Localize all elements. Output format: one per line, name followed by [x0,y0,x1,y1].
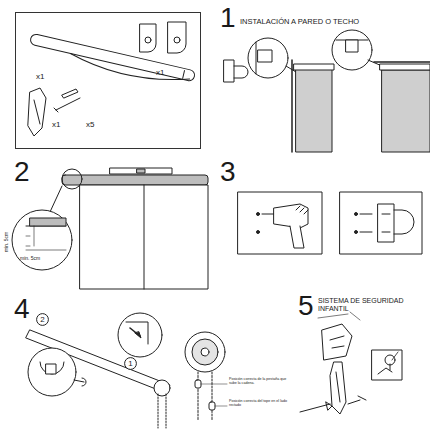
ceiling-detail [332,30,430,152]
callout-number: 2 [36,313,49,326]
roller-install [26,313,170,428]
note: Posición correcta de la pestaña que sube… [229,378,293,386]
quantity: x5 [86,121,94,130]
quantity: x1 [36,73,44,82]
step-circle: 1 [124,357,137,370]
step-heading: SISTEMA DE SEGURIDAD INFANTIL [318,297,410,312]
drill-step [238,192,322,254]
screws [54,89,80,112]
step-number: 4 [14,295,30,323]
chain-disc [185,332,227,420]
wall-bracket [224,60,248,82]
callout-number: 1 [124,357,137,370]
bracket [140,22,186,53]
bracket-step [340,192,422,254]
child-safety [300,312,402,414]
quantity: x1 [156,69,164,78]
step-heading: INSTALACIÓN A PARED O TECHO [240,18,430,26]
safety-piece [28,88,46,136]
step-number: 3 [220,158,236,186]
step-number: 1 [220,4,236,32]
parts-box: x1 x1 x1 x5 [15,12,201,149]
note: Posición correcta del tope en el lado re… [229,400,293,408]
step-circle: 2 [36,313,49,326]
dimension: min. 5cm [4,232,10,252]
quantity: x1 [52,121,60,130]
step-number: 2 [14,158,30,186]
dimension: min. 5cm [20,256,40,262]
level-and-blind [12,168,208,289]
step-number: 5 [298,292,314,320]
wall-detail [248,38,334,152]
